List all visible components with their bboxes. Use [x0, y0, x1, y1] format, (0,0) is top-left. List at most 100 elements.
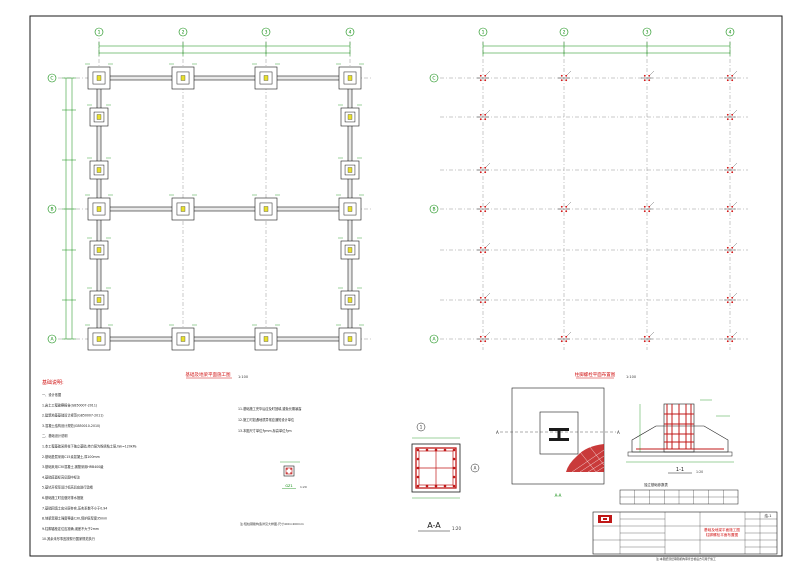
rebar-dot	[452, 475, 456, 479]
rebar-dot	[452, 457, 456, 461]
grid-bubble-col-2: 2	[178, 27, 188, 37]
base-plate-label: A-A	[555, 493, 562, 498]
anchor-bolt-group	[558, 201, 572, 213]
svg-text:2: 2	[563, 30, 566, 36]
note-line: 8.地梁混凝土强度等级C30,保护层厚度35mm	[42, 516, 107, 521]
anchor-bolt-group	[558, 331, 572, 343]
anchor-bolt-group	[724, 292, 738, 304]
section-11-label: 1-1	[676, 467, 684, 473]
section-11-scale: 1:20	[696, 470, 703, 474]
footing	[338, 157, 362, 180]
anchor-bolt-group	[477, 162, 491, 174]
notes-column-2: 11.基础施工完毕后应及时回填,避免长期暴露 12.施工时如遇地质异常应通知设计单…	[238, 406, 302, 433]
note-line: 12.施工时如遇地质异常应通知设计单位	[238, 417, 295, 422]
footing	[336, 194, 364, 221]
pier-bars	[286, 468, 292, 474]
svg-text:1: 1	[98, 30, 101, 36]
section-aa-mark-a	[470, 463, 480, 473]
grid-bubble-col-1: 1	[94, 27, 104, 37]
anchor-bolt-group	[558, 70, 572, 82]
section-aa-mark-a-label: A	[474, 466, 477, 471]
rebar-dot	[416, 484, 420, 488]
section-aa-mark-1-label: 1	[420, 425, 423, 430]
right-grid-bubble-row-a: A	[429, 334, 439, 344]
note-line: 11.基础施工完毕后应及时回填,避免长期暴露	[238, 406, 302, 411]
pier-scale: 1:20	[300, 485, 307, 489]
anchor-bolt-group	[724, 201, 738, 213]
left-plan-scale: 1:100	[238, 375, 248, 379]
base-plate-detail: A A A-A	[496, 387, 620, 498]
note-line: 9.柱脚锚栓定位应准确,误差不大于2mm	[42, 526, 99, 531]
right-grid-bubble-col-2: 2	[559, 27, 569, 37]
footing	[87, 157, 111, 180]
footing	[338, 287, 362, 310]
svg-text:2: 2	[182, 30, 185, 36]
company-logo	[598, 515, 612, 523]
notes-heading: 基础说明:	[42, 379, 64, 386]
note-line: 1.岩土工程勘察报告(GB50007-2011)	[42, 402, 97, 407]
note-line: 3.混凝土结构设计规范(GB50010-2010)	[42, 423, 100, 428]
right-grid-bubble-col-4: 4	[725, 27, 735, 37]
drawing-title-2: 柱脚螺栓平面布置图	[706, 532, 739, 537]
pier-detail: GZ1 1:20 注:短柱钢筋构造详见大样图,尺寸400×400mm	[240, 461, 307, 526]
right-grid-bubble-col-3: 3	[642, 27, 652, 37]
note-line: 13.本图尺寸单位为mm,标高单位为m	[238, 428, 292, 433]
footings	[85, 63, 364, 351]
note-line: 3.基础采用C30混凝土,钢筋采用HRB400级	[42, 464, 104, 469]
grid-bubble-row-c: C	[47, 73, 57, 83]
base-plate-section-mark-right: A	[617, 430, 620, 435]
anchor-bolt-group	[477, 331, 491, 343]
footing	[169, 194, 197, 221]
title-block-footer: 注:本图纸须经审图机构审查合格后方可用于施工	[656, 557, 716, 561]
section-aa-mark-1	[416, 422, 426, 432]
i-beam-top-flange	[549, 428, 569, 431]
base-plate	[539, 411, 579, 455]
footing-outline	[511, 387, 605, 485]
anchor-bolt-group	[724, 109, 738, 121]
anchor-bolt-group	[724, 70, 738, 82]
footing	[338, 237, 362, 260]
section-11-blinding	[627, 451, 733, 457]
anchor-bolt-group	[477, 292, 491, 304]
grid-bubble-col-4: 4	[345, 27, 355, 37]
footing	[336, 324, 364, 351]
grid-bubble-col-3: 3	[261, 27, 271, 37]
rebar-dot	[416, 466, 420, 470]
sheet-frame	[29, 15, 783, 557]
rebar-dot	[452, 466, 456, 470]
right-grid-bubble-row-b: B	[429, 204, 439, 214]
pier-stirrup	[285, 467, 293, 475]
anchor-bolt-group	[477, 201, 491, 213]
reinforcement-hatch	[571, 446, 605, 473]
section-aa-outline	[411, 443, 461, 493]
footing	[169, 324, 197, 351]
notes-column-1: 一、设计依据1.岩土工程勘察报告(GB50007-2011)2.建筑地基基础设计…	[42, 392, 136, 541]
right-grid-bubble-row-c: C	[429, 73, 439, 83]
note-line: 7.基础回填土应分层夯实,压实系数不小于0.94	[42, 505, 107, 510]
svg-text:4: 4	[729, 30, 732, 36]
sheet-number: 结-1	[765, 513, 772, 518]
note-line: 2.建筑地基基础设计规范(GB50007-2011)	[42, 413, 103, 418]
i-beam-web	[557, 431, 561, 438]
anchor-bolt-group	[641, 331, 655, 343]
foundation-table: 独立基础参数表	[619, 482, 739, 505]
base-plate-section-mark-left: A	[496, 430, 499, 435]
anchor-bolt-groups	[477, 70, 738, 343]
footing	[87, 237, 111, 260]
footing	[338, 104, 362, 127]
svg-text:3: 3	[265, 30, 268, 36]
note-line: 二、基础设计说明	[42, 433, 68, 438]
note-line: 6.基础施工时应做好排水措施	[42, 495, 84, 500]
footing	[252, 324, 280, 351]
section-aa-bars	[416, 448, 456, 488]
grid-bubble-row-b: B	[47, 204, 57, 214]
section-aa-detail: 1 A A-A 1:20	[411, 422, 480, 532]
svg-text:A: A	[50, 337, 54, 343]
rebar-dot	[434, 448, 438, 452]
pier-note: 注:短柱钢筋构造详见大样图,尺寸400×400mm	[240, 521, 304, 526]
grid-bubble-row-a: A	[47, 334, 57, 344]
svg-text:C: C	[50, 76, 53, 82]
anchor-bolt-group	[477, 109, 491, 121]
note-line: 1.本工程基础采用柱下独立基础,持力层为粉质粘土层,fak=120kPa	[42, 444, 136, 449]
